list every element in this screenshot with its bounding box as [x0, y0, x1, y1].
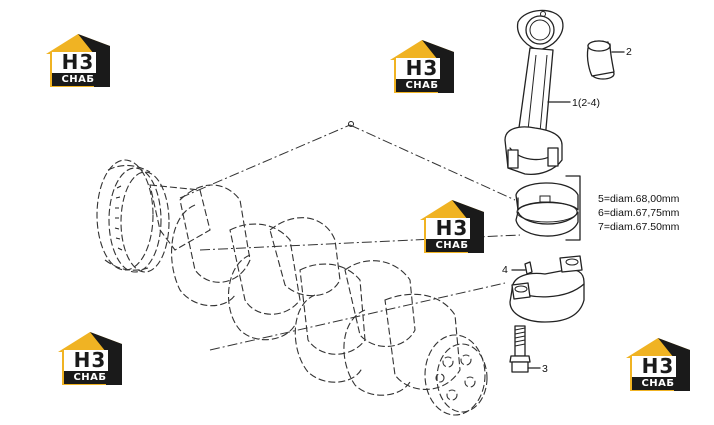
connecting-rod: [504, 9, 564, 176]
watermark-logo: H3 СНАБ: [624, 336, 692, 394]
logo-caption: СНАБ: [632, 377, 684, 390]
cap-bolt: [509, 325, 541, 373]
watermark-logo: H3 СНАБ: [56, 330, 124, 388]
logo-letters: H3: [61, 50, 95, 74]
logo-caption: СНАБ: [426, 239, 478, 252]
bearing-spec-7: 7=diam.67.50mm: [598, 221, 680, 233]
logo-caption: СНАБ: [52, 73, 104, 86]
logo-caption: СНАБ: [64, 371, 116, 384]
logo-letters: H3: [405, 56, 439, 80]
bearing-shell-upper: [515, 182, 579, 237]
watermark-logo: H3 СНАБ: [418, 198, 486, 256]
callout-bolt: 3: [542, 363, 548, 375]
callout-dowel: 4: [502, 264, 508, 276]
piston-pin-bushing: [586, 40, 625, 80]
watermark-logo: H3 СНАБ: [44, 32, 112, 90]
callout-bushing: 2: [626, 46, 632, 58]
crankshaft-phantom: [96, 159, 488, 416]
bearing-spec-5: 5=diam.68,00mm: [598, 193, 680, 205]
callout-conrod: 1(2-4): [572, 97, 601, 109]
bearing-spec-6: 6=diam.67,75mm: [598, 207, 680, 219]
logo-caption: СНАБ: [396, 79, 448, 92]
logo-letters: H3: [641, 354, 675, 378]
logo-letters: H3: [435, 216, 469, 240]
logo-letters: H3: [73, 348, 107, 372]
dowel-pin: [511, 261, 533, 275]
bearing-cap: [509, 255, 585, 323]
watermark-logo: H3 СНАБ: [388, 38, 456, 96]
spec-bracket: [565, 175, 581, 241]
